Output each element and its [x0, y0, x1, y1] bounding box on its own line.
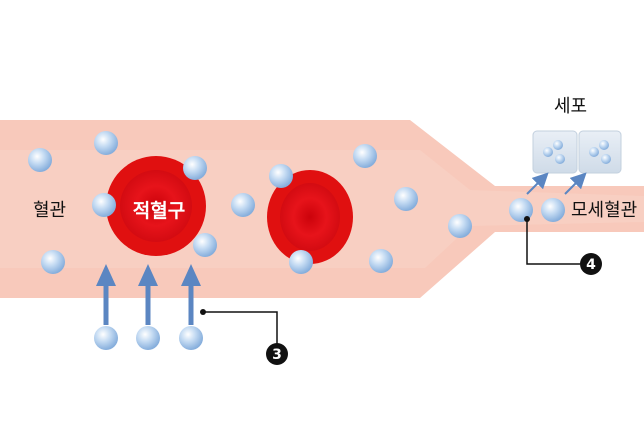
oxygen-particle — [394, 187, 418, 211]
oxygen-particle — [269, 164, 293, 188]
oxygen-particle — [369, 249, 393, 273]
marker-3-label: 3 — [272, 347, 282, 363]
label-red-blood-cell: 적혈구 — [133, 199, 185, 222]
tissue-cell-1 — [532, 130, 578, 174]
oxygen-particle — [289, 250, 313, 274]
upward-arrow — [138, 264, 158, 325]
tissue-cell-2 — [578, 130, 622, 174]
oxygen-particle — [94, 326, 118, 350]
label-capillary: 모세혈관 — [571, 200, 637, 221]
oxygen-particle — [231, 193, 255, 217]
oxygen-particle — [136, 326, 160, 350]
label-cell: 세포 — [554, 96, 587, 117]
leader-line-3 — [200, 309, 278, 344]
diffusion-arrow — [564, 172, 587, 195]
label-blood-vessel: 혈관 — [33, 200, 66, 221]
red-blood-cell-1 — [106, 156, 206, 256]
marker-4-label: 4 — [586, 257, 596, 273]
oxygen-particle — [353, 144, 377, 168]
marker-3-badge: 3 — [266, 343, 288, 365]
marker-4-badge: 4 — [580, 253, 602, 275]
oxygen-particle — [193, 233, 217, 257]
oxygen-particle — [179, 326, 203, 350]
upward-arrow — [96, 264, 116, 325]
oxygen-particle — [92, 193, 116, 217]
oxygen-particle — [41, 250, 65, 274]
leader-line-4 — [524, 216, 580, 265]
oxygen-particle — [28, 148, 52, 172]
red-blood-cell-2 — [267, 170, 353, 264]
upward-arrow — [181, 264, 201, 325]
oxygen-particle — [541, 198, 565, 222]
oxygen-particle — [94, 131, 118, 155]
diffusion-arrow — [526, 172, 549, 195]
oxygen-particle — [448, 214, 472, 238]
oxygen-particle — [183, 156, 207, 180]
